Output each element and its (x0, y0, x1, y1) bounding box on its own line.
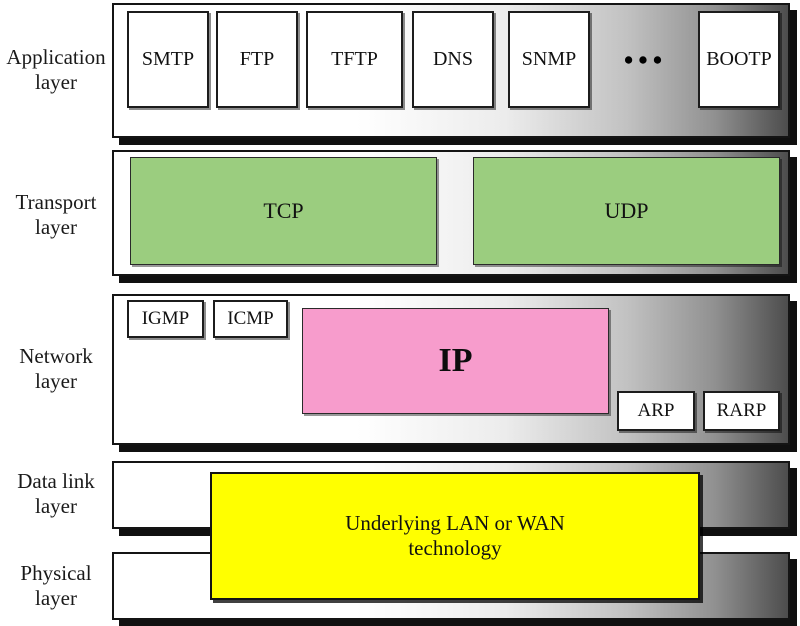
underlying-technology-box: Underlying LAN or WAN technology (210, 472, 700, 600)
layer-label-data-link: Data link layer (0, 469, 112, 519)
underlying-technology-line: technology (408, 536, 502, 560)
protocol-box-icmp: ICMP (213, 300, 288, 338)
application-layer-box: SMTP FTP TFTP DNS SNMP ••• BOOTP (112, 3, 790, 138)
protocol-box-snmp: SNMP (508, 11, 590, 108)
layer-label-line: layer (35, 494, 77, 518)
protocol-box-dns: DNS (412, 11, 494, 108)
layer-label-line: layer (35, 586, 77, 610)
layer-label-physical: Physical layer (0, 561, 112, 611)
transport-layer-box: TCP UDP (112, 150, 790, 276)
protocol-box-smtp: SMTP (127, 11, 209, 108)
layer-label-application: Application layer (0, 45, 112, 95)
layer-label-line: Transport (15, 190, 97, 214)
protocol-box-ftp: FTP (216, 11, 298, 108)
layer-label-line: layer (35, 369, 77, 393)
protocol-box-udp: UDP (473, 157, 780, 265)
network-layer-box: IGMP ICMP IP ARP RARP (112, 294, 790, 445)
protocol-box-ip: IP (302, 308, 609, 414)
layer-label-line: Physical (20, 561, 92, 585)
protocol-box-igmp: IGMP (127, 300, 204, 338)
protocol-box-tftp: TFTP (306, 11, 403, 108)
protocol-box-tcp: TCP (130, 157, 437, 265)
protocol-box-arp: ARP (617, 391, 695, 431)
layer-label-line: Application (6, 45, 106, 69)
protocol-box-bootp: BOOTP (698, 11, 780, 108)
ellipsis-dots-icon: ••• (623, 44, 668, 75)
layer-label-network: Network layer (0, 344, 112, 394)
layer-label-transport: Transport layer (0, 190, 112, 240)
layer-label-line: layer (35, 70, 77, 94)
protocol-box-rarp: RARP (703, 391, 780, 431)
layer-label-line: Network (19, 344, 93, 368)
underlying-technology-line: Underlying LAN or WAN (345, 511, 565, 535)
layer-label-line: Data link (17, 469, 95, 493)
layer-label-line: layer (35, 215, 77, 239)
